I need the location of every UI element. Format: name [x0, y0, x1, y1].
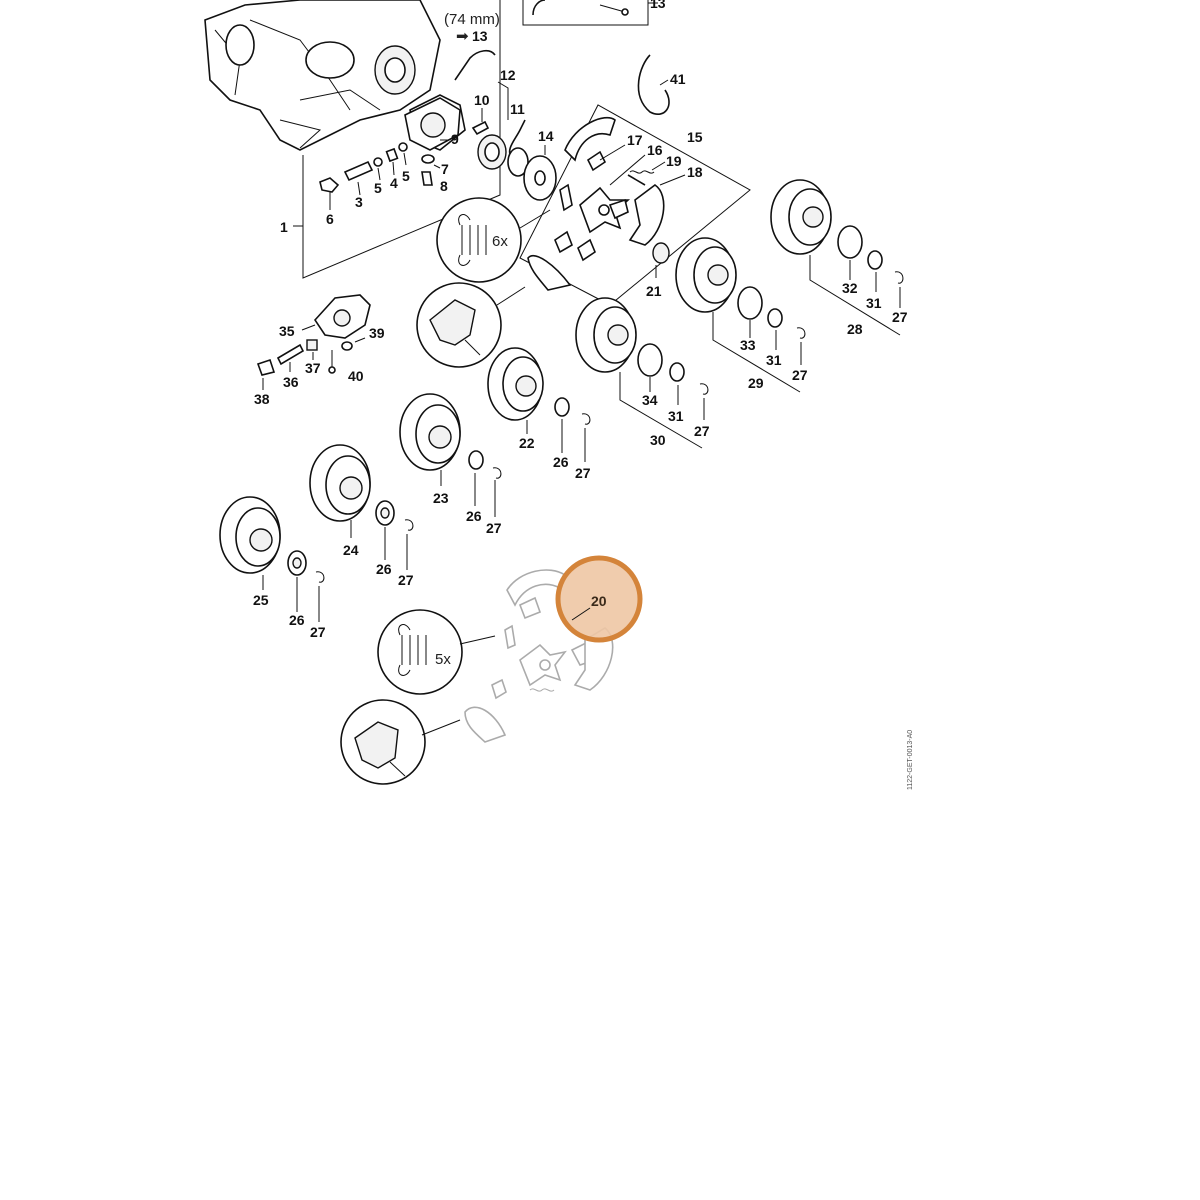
- clip-41: 41: [637, 54, 686, 115]
- callout-41: 41: [670, 71, 686, 87]
- callout-24: 24: [343, 542, 359, 558]
- hose-part: [454, 49, 496, 81]
- callout-27f: 27: [398, 572, 414, 588]
- callout-1: 1: [280, 219, 288, 235]
- callout-21: 21: [646, 283, 662, 299]
- callout-31c: 31: [668, 408, 684, 424]
- callout-5a: 5: [374, 180, 382, 196]
- callout-22: 22: [519, 435, 535, 451]
- callout-31b: 31: [766, 352, 782, 368]
- clutch-drum-29: 33 31 27 29: [675, 237, 808, 393]
- length-note: (74 mm): [444, 11, 500, 28]
- callout-40: 40: [348, 368, 364, 384]
- engine-housing: [204, 0, 466, 151]
- assembly-bracket-1: [302, 0, 501, 279]
- partial-box-13: [522, 0, 658, 26]
- callout-11: 11: [510, 101, 525, 117]
- callout-26b: 26: [466, 508, 482, 524]
- callout-27b: 27: [792, 367, 808, 383]
- callout-17: 17: [627, 132, 643, 148]
- spring-count-lower: 5x: [435, 651, 451, 668]
- callout-27e: 27: [486, 520, 502, 536]
- callout-27a: 27: [892, 309, 908, 325]
- oil-pump-35: 35 38 36 37 40 39: [254, 294, 385, 407]
- callout-26a: 26: [553, 454, 569, 470]
- callout-18: 18: [687, 164, 703, 180]
- detail-shoe-upper: [416, 282, 526, 368]
- callout-30: 30: [650, 432, 666, 448]
- detail-shoe-lower: [340, 699, 461, 785]
- detail-spring-5x: 5x: [377, 609, 496, 695]
- callout-3: 3: [355, 194, 363, 210]
- note-arrow-icon: ➡: [456, 28, 469, 45]
- callout-27d: 27: [575, 465, 591, 481]
- clutch-drum-23: 23 26 27: [399, 393, 502, 536]
- detail-spring-6x: 6x: [436, 197, 551, 283]
- callout-14: 14: [538, 128, 554, 144]
- callout-5b: 5: [402, 168, 410, 184]
- clutch-drum-25: 25 26 27: [219, 496, 326, 640]
- pinion-group: 10 12 11 14: [471, 67, 557, 201]
- callout-31a: 31: [866, 295, 882, 311]
- callout-7: 7: [441, 161, 449, 177]
- needle-cage-21: 21: [646, 242, 670, 299]
- oil-pump-group: 6 3 5 4 5 9 7 8: [319, 97, 461, 227]
- note-ref: 13: [472, 28, 488, 44]
- callout-32: 32: [842, 280, 858, 296]
- spring-count-upper: 6x: [492, 233, 508, 250]
- callout-29: 29: [748, 375, 764, 391]
- callout-16: 16: [647, 142, 663, 158]
- callout-13-top: 13: [650, 0, 666, 11]
- callout-19: 19: [666, 153, 682, 169]
- callout-33: 33: [740, 337, 756, 353]
- callout-39: 39: [369, 325, 385, 341]
- callout-27g: 27: [310, 624, 326, 640]
- clutch-drum-28: 32 31 27 28: [770, 179, 908, 337]
- clutch-drum-30: 34 31 27 30: [575, 297, 710, 449]
- callout-34: 34: [642, 392, 658, 408]
- callout-36: 36: [283, 374, 299, 390]
- clutch-parts-lower: [464, 569, 614, 743]
- callout-20: 20: [591, 593, 607, 609]
- callout-26d: 26: [289, 612, 305, 628]
- callout-28: 28: [847, 321, 863, 337]
- callout-38: 38: [254, 391, 270, 407]
- drawing-code: 1122-GET-0013-A0: [907, 730, 914, 790]
- callout-4: 4: [390, 175, 398, 191]
- clutch-parts-upper: 17 16 19 18: [527, 116, 703, 291]
- callout-26c: 26: [376, 561, 392, 577]
- callout-8: 8: [440, 178, 448, 194]
- callout-6: 6: [326, 211, 334, 227]
- callout-15: 15: [687, 129, 703, 145]
- clutch-drum-22: 22 26 27: [487, 347, 591, 481]
- callout-25: 25: [253, 592, 269, 608]
- callout-9: 9: [451, 131, 459, 147]
- callout-23: 23: [433, 490, 449, 506]
- callout-10: 10: [474, 92, 490, 108]
- callout-37: 37: [305, 360, 321, 376]
- callout-27c: 27: [694, 423, 710, 439]
- callout-12: 12: [500, 67, 516, 83]
- callout-35: 35: [279, 323, 295, 339]
- clutch-drum-24: 24 26 27: [309, 444, 414, 588]
- highlight-part-20[interactable]: 20: [555, 555, 643, 643]
